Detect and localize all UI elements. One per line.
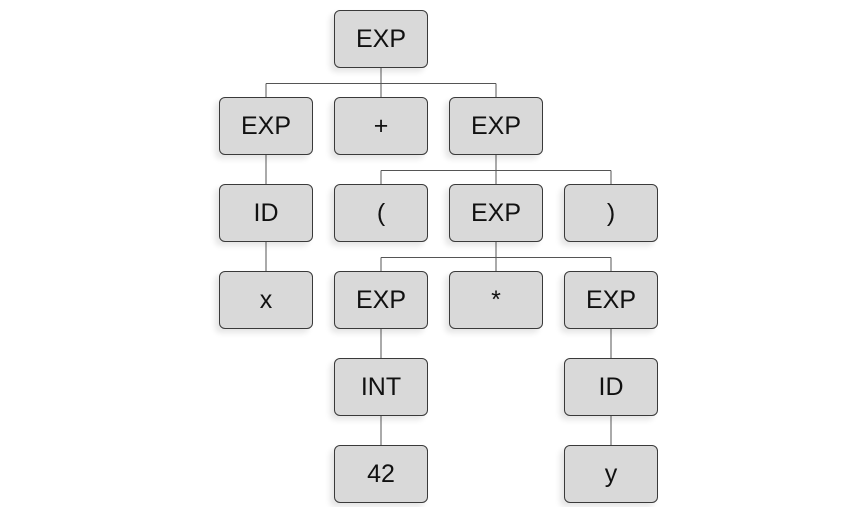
node-x: x [219,271,313,329]
node-open-paren: ( [334,184,428,242]
node-exp-right: EXP [449,97,543,155]
node-close-paren: ) [564,184,658,242]
node-label: EXP [470,111,522,140]
node-label: x [259,285,273,314]
node-label: * [491,285,501,314]
node-star: * [449,271,543,329]
node-exp-mul-right: EXP [564,271,658,329]
node-label: ) [606,198,616,227]
node-int: INT [334,358,428,416]
node-label: EXP [470,198,522,227]
node-label: ( [376,198,386,227]
node-label: EXP [355,24,407,53]
node-label: EXP [355,285,407,314]
node-label: y [604,459,618,488]
node-y: y [564,445,658,503]
node-42: 42 [334,445,428,503]
node-label: ID [253,198,279,227]
node-exp-mul-left: EXP [334,271,428,329]
node-label: ID [598,372,624,401]
node-label: EXP [585,285,637,314]
node-label: + [373,111,389,140]
node-id-x: ID [219,184,313,242]
node-label: 42 [367,459,395,488]
node-exp-root: EXP [334,10,428,68]
node-plus: + [334,97,428,155]
node-id-y: ID [564,358,658,416]
node-exp-left: EXP [219,97,313,155]
node-label: EXP [240,111,292,140]
node-exp-paren: EXP [449,184,543,242]
node-label: INT [360,372,402,401]
